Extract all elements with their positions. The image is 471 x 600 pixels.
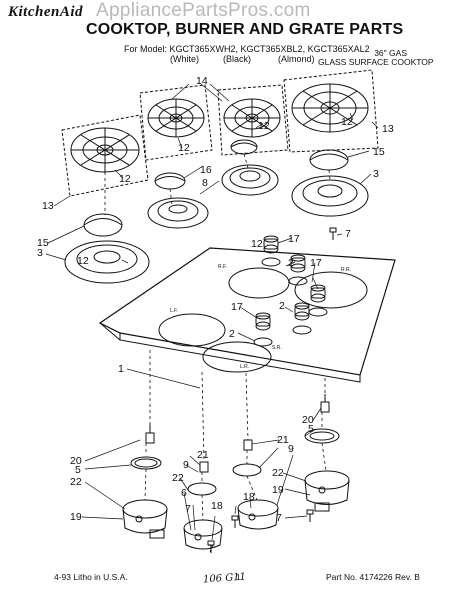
screws-bottom xyxy=(207,509,314,553)
burner-cap-center xyxy=(230,139,258,155)
callout-19-right: 19 xyxy=(272,484,284,496)
page-title: COOKTOP, BURNER AND GRATE PARTS xyxy=(86,21,404,38)
brand-logo-text: KitchenAid xyxy=(8,4,84,20)
callout-12-c: 12 xyxy=(341,116,353,128)
callout-12-b: 12 xyxy=(258,120,270,132)
glass-label-lf: L.F. xyxy=(170,308,178,314)
callout-7-bottom-b: 7 xyxy=(208,543,214,555)
callout-3-left: 3 xyxy=(37,247,43,259)
callout-15-right: 15 xyxy=(373,146,385,158)
callout-12-d: 12 xyxy=(119,173,131,185)
callout-22-right: 22 xyxy=(272,467,284,479)
burner-bowl-center-left xyxy=(147,197,209,229)
gasket-center-right xyxy=(232,463,262,477)
orifice-center-right xyxy=(243,439,253,451)
callout-21-right: 21 xyxy=(277,434,289,446)
color-black-label: (Black) xyxy=(223,54,252,64)
model-line: For Model: KGCT365XWH2, KGCT365XBL2, KGC… xyxy=(124,44,370,54)
burner-bowl-center xyxy=(221,164,279,196)
callout-18-b: 18 xyxy=(243,491,255,503)
grate-right xyxy=(291,83,369,133)
page-number: 1 xyxy=(236,572,241,582)
callouts: 14 12 12 12 12 12 12 13 13 16 15 15 8 3 … xyxy=(37,75,394,555)
grate-center-right xyxy=(223,98,281,138)
callout-22-left: 22 xyxy=(70,476,82,488)
grate-box-right xyxy=(283,69,379,153)
callout-14: 14 xyxy=(196,75,208,87)
description-label: GLASS SURFACE COOKTOP xyxy=(318,57,434,67)
callout-17-a: 17 xyxy=(288,233,300,245)
callout-15-left: 15 xyxy=(37,237,49,249)
control-knob-5 xyxy=(294,302,310,321)
callout-20-right: 20 xyxy=(302,414,314,426)
callout-16: 16 xyxy=(200,164,212,176)
glass-cooktop xyxy=(98,247,396,383)
grate-box-left xyxy=(61,114,149,197)
callout-3-right: 3 xyxy=(373,168,379,180)
callout-7-bottom-c: 7 xyxy=(276,512,282,524)
glass-label-rr: R.R. xyxy=(341,267,351,273)
size-label: 36" GAS xyxy=(374,48,407,58)
grate-box-center-left xyxy=(139,84,213,161)
callout-22-center: 22 xyxy=(172,472,184,484)
control-knob-1 xyxy=(255,312,271,331)
part-number: Part No. 4174226 Rev. B xyxy=(326,572,420,582)
leader-lines xyxy=(45,83,379,541)
burner-bowl-right xyxy=(291,175,369,217)
burner-base-left xyxy=(122,499,168,539)
color-almond-label: (Almond) xyxy=(278,54,315,64)
callout-21-left: 21 xyxy=(197,449,209,461)
callout-13-right: 13 xyxy=(382,123,394,135)
screw-top xyxy=(329,227,337,240)
callout-7-bottom-a: 7 xyxy=(185,503,191,515)
glass-label-lr: L.R. xyxy=(240,364,249,370)
callout-12-a: 12 xyxy=(178,142,190,154)
burner-bowl-left xyxy=(64,240,150,284)
callout-6: 6 xyxy=(181,487,187,499)
callout-18: 18 xyxy=(211,500,223,512)
callout-9-left: 9 xyxy=(183,459,189,471)
color-white-label: (White) xyxy=(170,54,199,64)
callout-2-b: 2 xyxy=(279,300,285,312)
litho-label: 4-93 Litho in U.S.A. xyxy=(54,572,128,582)
control-knob-3 xyxy=(290,254,306,273)
control-knob-4 xyxy=(310,284,326,303)
callout-13-left: 13 xyxy=(42,200,54,212)
callout-12-f: 12 xyxy=(251,238,263,250)
watermark: AppliancePartsPros.com xyxy=(96,0,311,21)
gasket-left xyxy=(130,456,162,470)
burner-base-center-right xyxy=(237,499,279,530)
grate-left xyxy=(70,127,140,173)
callout-8: 8 xyxy=(202,177,208,189)
callout-5-right: 5 xyxy=(308,423,314,435)
callout-9-right: 9 xyxy=(288,443,294,455)
callout-7-top: 7 xyxy=(345,228,351,240)
orifice-left xyxy=(145,425,155,444)
grate-center-left xyxy=(147,98,205,138)
callout-20-left: 20 xyxy=(70,455,82,467)
orifice-center-left xyxy=(199,461,209,473)
callout-17-c: 17 xyxy=(231,301,243,313)
burner-cap-small xyxy=(154,172,186,190)
burner-base-right xyxy=(304,470,350,512)
knob-bezels xyxy=(253,257,328,347)
callout-1: 1 xyxy=(118,363,124,375)
grate-box-center-right xyxy=(217,84,289,156)
glass-label-sr: S.R. xyxy=(272,345,282,351)
burner-cap-left xyxy=(83,213,123,237)
callout-5-left: 5 xyxy=(75,464,81,476)
gasket-center-left xyxy=(187,482,217,496)
callout-19-left: 19 xyxy=(70,511,82,523)
burner-cap-right xyxy=(309,149,349,171)
assembly-guide-lines xyxy=(104,153,331,521)
control-knob-2 xyxy=(263,235,279,254)
callout-2-c: 2 xyxy=(229,328,235,340)
callout-2-a: 2 xyxy=(288,257,294,269)
callout-12-e: 12 xyxy=(77,255,89,267)
orifice-right xyxy=(320,394,330,413)
glass-label-rf: R.F. xyxy=(218,264,227,270)
callout-17-b: 17 xyxy=(310,257,322,269)
